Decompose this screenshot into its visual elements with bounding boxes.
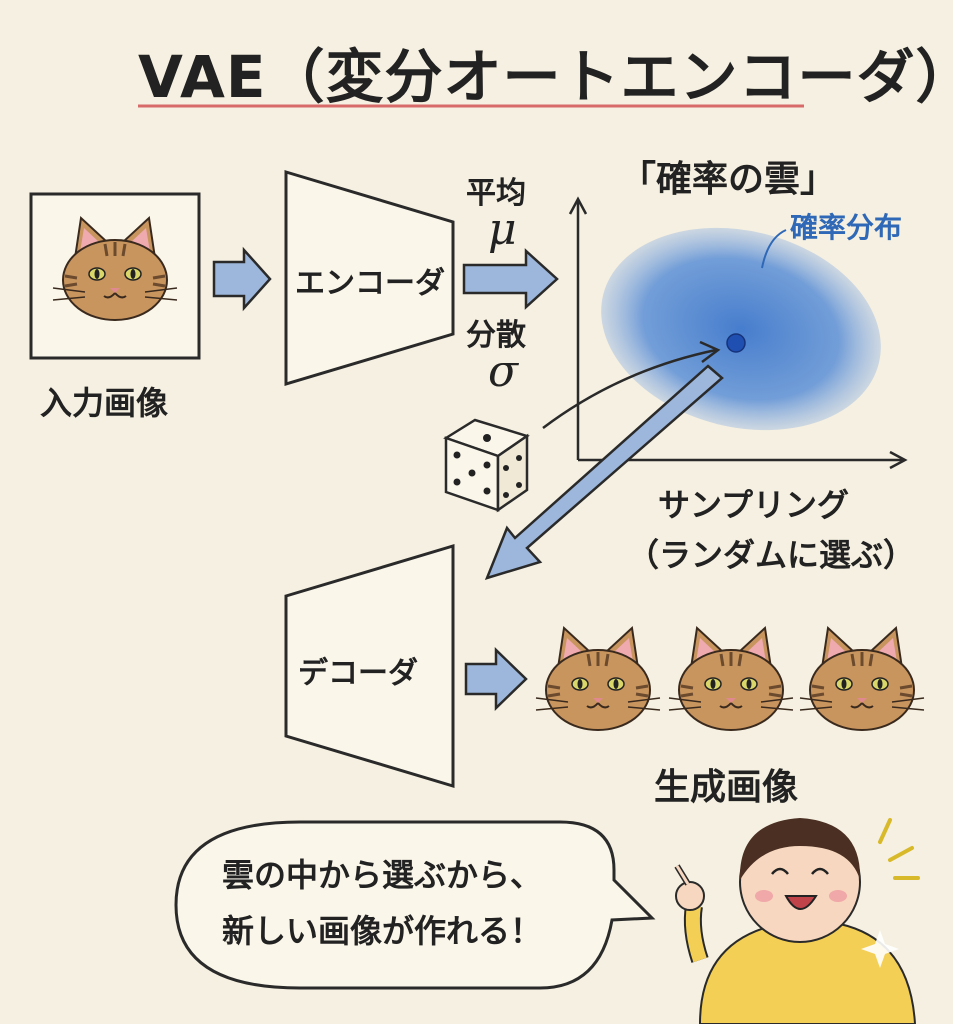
probability-cloud xyxy=(601,227,881,431)
cloud-title: 「確率の雲」 xyxy=(620,159,837,200)
distribution-label: 確率分布 xyxy=(790,211,903,244)
speech-line-2: 新しい画像が作れる！ xyxy=(222,912,543,950)
sampled-point xyxy=(726,333,746,353)
page-title: VAE（変分オートエンコーダ） xyxy=(138,43,953,111)
sampling-sub-label: （ランダムに選ぶ） xyxy=(627,536,916,574)
dice-icon xyxy=(443,418,530,513)
x-axis-arrowhead xyxy=(889,450,908,470)
variance-label: 分散 xyxy=(466,318,526,353)
arrow-encoder-to-latent xyxy=(462,248,559,310)
arrow-input-to-encoder xyxy=(212,246,272,312)
encoder-shape xyxy=(284,169,455,387)
mean-symbol: μ xyxy=(488,204,517,255)
generated-image-label: 生成画像 xyxy=(654,767,799,808)
mean-label: 平均 xyxy=(466,176,526,211)
child-illustration xyxy=(674,818,920,1024)
arrow-dice-to-point xyxy=(542,348,717,429)
generated-cat-2 xyxy=(667,626,795,732)
distribution-pointer xyxy=(761,229,787,269)
input-image-label: 入力画像 xyxy=(40,384,169,422)
generated-cat-3 xyxy=(798,626,926,732)
generated-cat-1 xyxy=(534,626,662,732)
sampling-label: サンプリング xyxy=(658,486,850,524)
decoder-shape xyxy=(284,543,455,789)
y-axis-arrowhead xyxy=(568,196,588,215)
variance-symbol: σ xyxy=(488,346,519,397)
arrow-latent-to-decoder xyxy=(484,364,724,580)
encoder-label: エンコーダ xyxy=(295,266,445,301)
speech-bubble xyxy=(174,820,656,990)
arrow-decoder-to-output xyxy=(464,647,528,711)
decoder-label: デコーダ xyxy=(298,656,418,691)
speech-line-1: 雲の中から選ぶから、 xyxy=(222,856,543,894)
